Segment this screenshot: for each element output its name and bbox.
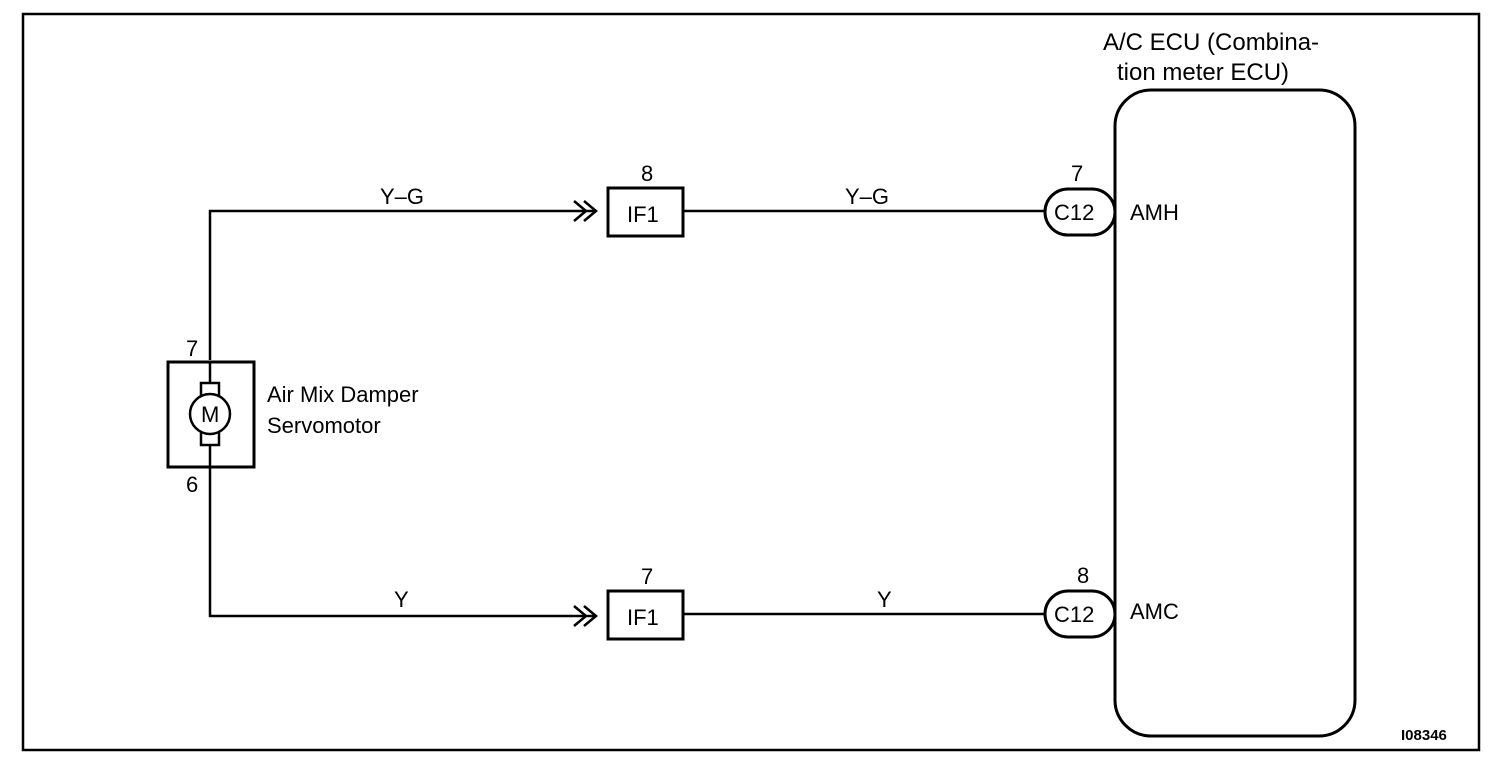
figure-id: I08346	[1401, 727, 1447, 744]
servo-pin-top: 7	[186, 336, 198, 361]
wire-upper-right-color: Y–G	[845, 184, 889, 209]
connector-upper-pin: 7	[1071, 161, 1083, 186]
wire-upper-left-color: Y–G	[380, 184, 424, 209]
wire-lower-left	[208, 467, 594, 618]
wire-upper-arrow	[573, 200, 598, 222]
connector-lower-label: C12	[1054, 602, 1094, 627]
terminal-amh: AMH	[1130, 200, 1179, 225]
servo-label-line2: Servomotor	[267, 413, 381, 438]
connector-upper-box	[1043, 187, 1117, 237]
junction-upper-pin: 8	[641, 161, 653, 186]
wire-lower-right-color: Y	[877, 587, 892, 612]
junction-lower-label: IF1	[627, 605, 659, 630]
ecu-title-line2: tion meter ECU)	[1117, 59, 1289, 86]
wire-upper-left	[208, 209, 594, 360]
connector-lower-pin: 8	[1077, 563, 1089, 588]
motor-symbol: M	[201, 402, 219, 427]
connector-upper-label: C12	[1054, 200, 1094, 225]
junction-lower-pin: 7	[641, 564, 653, 589]
connector-lower-box	[1043, 589, 1117, 639]
servo-label-line1: Air Mix Damper	[267, 382, 419, 407]
motor-icon	[188, 392, 232, 436]
junction-upper-box	[606, 186, 685, 238]
terminal-amc: AMC	[1130, 599, 1179, 624]
ecu-title-line1: A/C ECU (Combina-	[1103, 29, 1319, 56]
wire-lower-left-color: Y	[394, 587, 409, 612]
servo-pin-bottom: 6	[186, 472, 198, 497]
diagram-frame	[21, 12, 1481, 752]
wire-lower-arrow	[573, 605, 598, 627]
junction-upper-label: IF1	[627, 202, 659, 227]
ecu-body	[1113, 88, 1357, 738]
